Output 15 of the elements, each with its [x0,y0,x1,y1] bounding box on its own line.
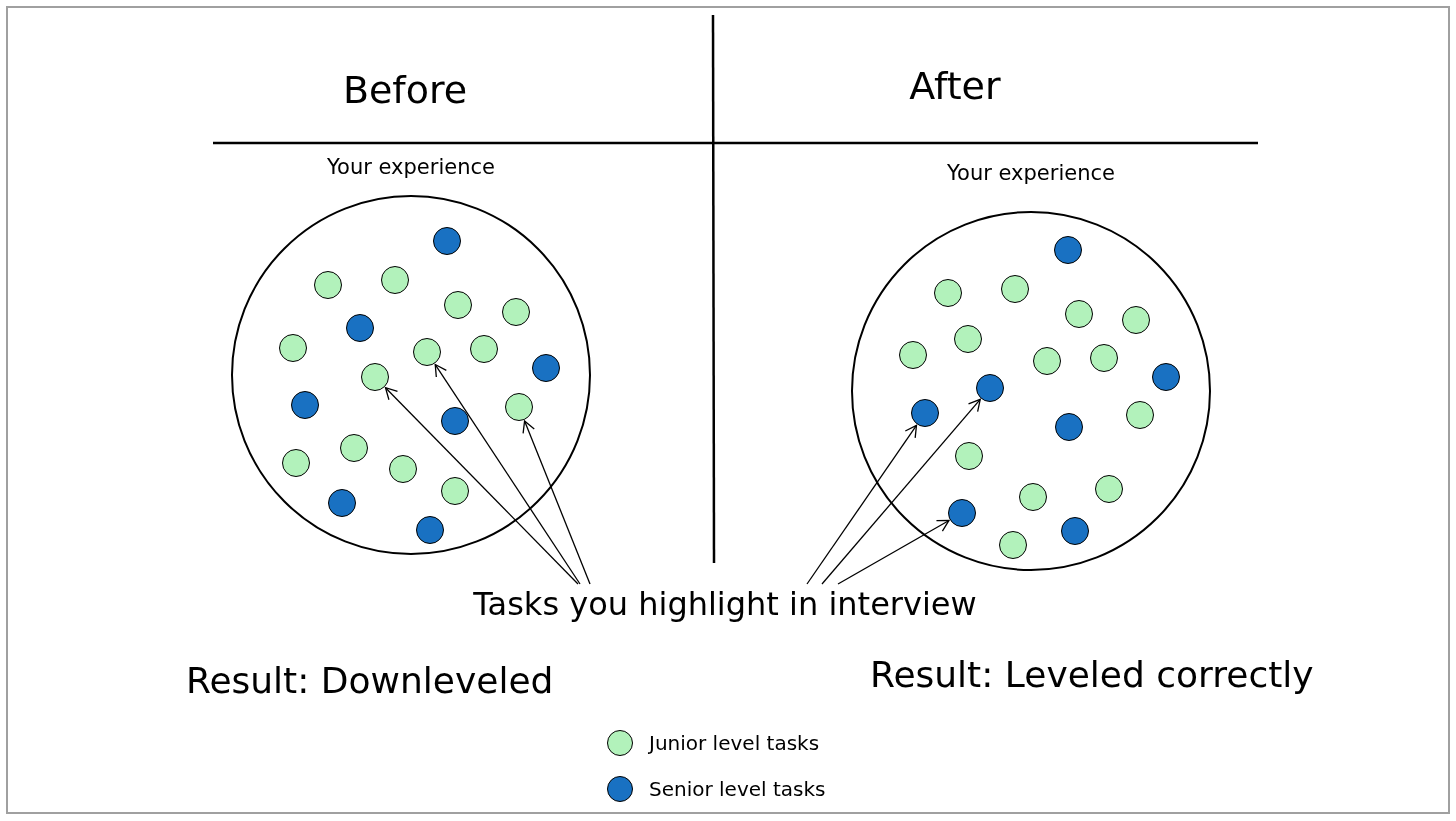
arrow [384,387,579,585]
legend-text: Junior level tasks [649,730,820,757]
circle-heading: Your experience [947,160,1115,187]
result-text: Result: Downleveled [186,659,554,703]
legend-text: Senior level tasks [649,776,826,803]
arrow [806,424,918,585]
arrow [837,519,950,585]
highlight-caption: Tasks you highlight in interview [473,584,977,624]
arrow [522,420,591,585]
arrow [821,398,981,585]
result-text: Result: Leveled correctly [870,653,1314,697]
circle-heading: Your experience [327,154,495,181]
arrow [434,363,581,585]
column-heading: After [908,63,1002,110]
column-heading: Before [341,67,469,114]
